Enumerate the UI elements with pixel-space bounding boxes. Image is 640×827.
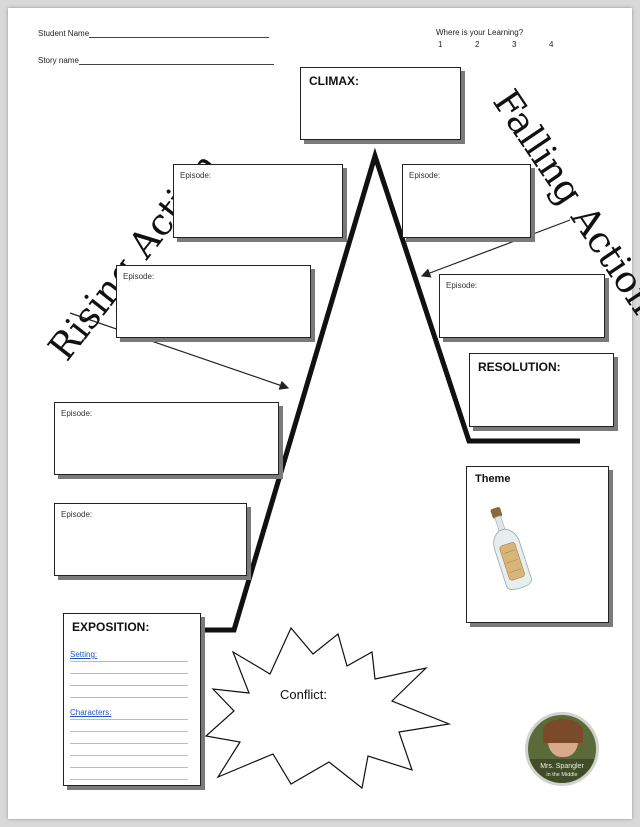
worksheet-page: Student Name Story name Where is your Le… (8, 8, 640, 819)
learning-scale-label: Where is your Learning? (436, 28, 524, 37)
resolution-box[interactable]: RESOLUTION: (469, 353, 614, 427)
plot-mountain-diagram (69, 147, 580, 790)
message-bottle-icon (490, 507, 532, 590)
setting-label: Setting: (70, 650, 98, 659)
characters-lines[interactable]: Characters: (70, 706, 188, 780)
conflict-label: Conflict: (280, 687, 327, 702)
badge-subtitle: in the Middle (546, 772, 578, 778)
rising-episode-box-3[interactable]: Episode: (54, 402, 279, 475)
episode-label: Episode: (61, 510, 93, 519)
exposition-label: EXPOSITION: (72, 620, 150, 634)
badge-name: Mrs. Spangler (540, 763, 584, 770)
episode-label: Episode: (446, 281, 478, 290)
rising-episode-box-4[interactable]: Episode: (54, 503, 247, 576)
episode-label: Episode: (61, 409, 93, 418)
story-name-field[interactable]: Story name (38, 55, 274, 65)
student-name-label: Student Name (38, 29, 90, 38)
exposition-box[interactable]: EXPOSITION: Setting: Characters: (63, 613, 201, 786)
falling-episode-box-1[interactable]: Episode: (402, 164, 531, 238)
rising-action-arrow (69, 312, 290, 390)
conflict-burst (204, 626, 452, 790)
theme-label: Theme (475, 473, 511, 485)
student-name-field[interactable]: Student Name (38, 28, 270, 38)
episode-label: Episode: (409, 171, 441, 180)
scale-2[interactable]: 2 (475, 40, 480, 49)
rising-episode-box-2[interactable]: Episode: (116, 265, 311, 338)
theme-box[interactable]: Theme (466, 466, 609, 623)
plot-line (200, 147, 580, 633)
scale-1[interactable]: 1 (438, 40, 443, 49)
story-name-label: Story name (38, 56, 79, 65)
climax-label: CLIMAX: (309, 74, 359, 88)
scale-4[interactable]: 4 (549, 40, 554, 49)
falling-action-arrow (420, 219, 571, 278)
rising-episode-box-1[interactable]: Episode: (173, 164, 343, 238)
learning-scale: Where is your Learning? 1 2 3 4 (436, 28, 586, 49)
climax-box[interactable]: CLIMAX: (300, 67, 461, 140)
student-name-line[interactable] (89, 28, 270, 38)
setting-lines[interactable]: Setting: (70, 648, 188, 698)
story-name-line[interactable] (78, 55, 274, 65)
falling-episode-box-2[interactable]: Episode: (439, 274, 605, 338)
episode-label: Episode: (123, 272, 155, 281)
author-badge: Mrs. Spangler in the Middle (525, 712, 599, 786)
episode-label: Episode: (180, 171, 212, 180)
resolution-label: RESOLUTION: (478, 360, 561, 374)
characters-label: Characters: (70, 708, 112, 717)
scale-3[interactable]: 3 (512, 40, 517, 49)
